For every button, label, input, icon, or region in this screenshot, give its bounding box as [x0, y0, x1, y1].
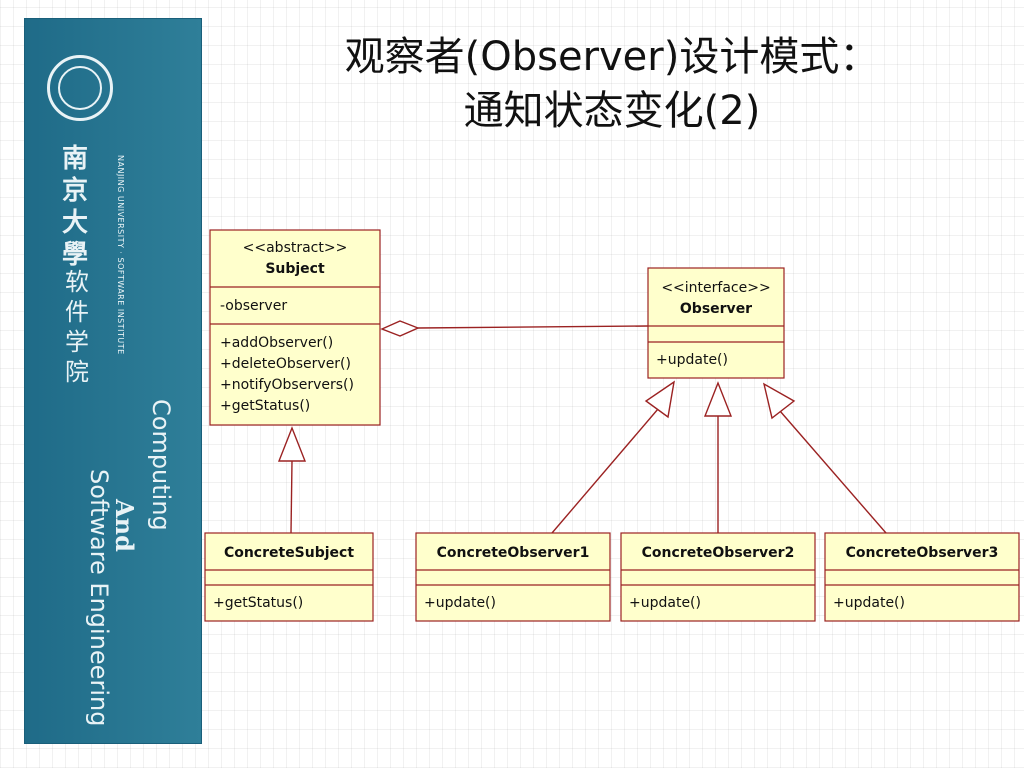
class-observer: <<interface>> Observer +update() — [647, 267, 785, 379]
realization-observer2 — [703, 381, 733, 533]
concrete-observer-method: +update() — [629, 595, 701, 611]
observer-stereotype: <<interface>> — [661, 280, 770, 296]
realization-observer3 — [762, 382, 887, 534]
class-concrete-subject: ConcreteSubject +getStatus() — [204, 532, 374, 622]
concrete-observer-name: ConcreteObserver3 — [846, 545, 999, 561]
class-concrete-observer-3: ConcreteObserver3 +update() — [824, 532, 1020, 622]
sidebar-banner: 南京大學 软件学院 NANJING UNIVERSITY · SOFTWARE … — [24, 18, 202, 744]
realization-observer1 — [551, 380, 675, 534]
subject-method: +getStatus() — [220, 398, 310, 414]
concrete-subject-name: ConcreteSubject — [224, 545, 354, 561]
observer-name: Observer — [680, 301, 752, 317]
institute-name-cn: 软件学院 — [65, 268, 89, 386]
subject-name: Subject — [265, 261, 325, 277]
subject-attribute: -observer — [220, 298, 287, 314]
generalization-concretesubject-subject — [277, 426, 307, 534]
concrete-subject-method: +getStatus() — [213, 595, 303, 611]
subject-stereotype: <<abstract>> — [243, 240, 348, 256]
title-line-2: 通知状态变化(2) — [463, 88, 761, 134]
class-subject: <<abstract>> Subject -observer +addObser… — [209, 229, 381, 426]
concrete-observer-method: +update() — [424, 595, 496, 611]
aggregation-subject-observer — [380, 320, 649, 337]
subject-method: +addObserver() — [220, 335, 333, 351]
class-concrete-observer-1: ConcreteObserver1 +update() — [415, 532, 611, 622]
university-name-cn: 南京大學 — [61, 144, 88, 270]
class-concrete-observer-2: ConcreteObserver2 +update() — [620, 532, 816, 622]
concrete-observer-name: ConcreteObserver1 — [437, 545, 590, 561]
concrete-observer-name: ConcreteObserver2 — [642, 545, 795, 561]
observer-method: +update() — [656, 352, 728, 368]
slide-title: 观察者(Observer)设计模式： 通知状态变化(2) — [200, 30, 1024, 138]
concrete-observer-method: +update() — [833, 595, 905, 611]
title-line-1: 观察者(Observer)设计模式： — [344, 34, 880, 80]
subject-method: +deleteObserver() — [220, 356, 351, 372]
university-seal-icon — [47, 55, 113, 121]
subject-method: +notifyObservers() — [220, 377, 354, 393]
